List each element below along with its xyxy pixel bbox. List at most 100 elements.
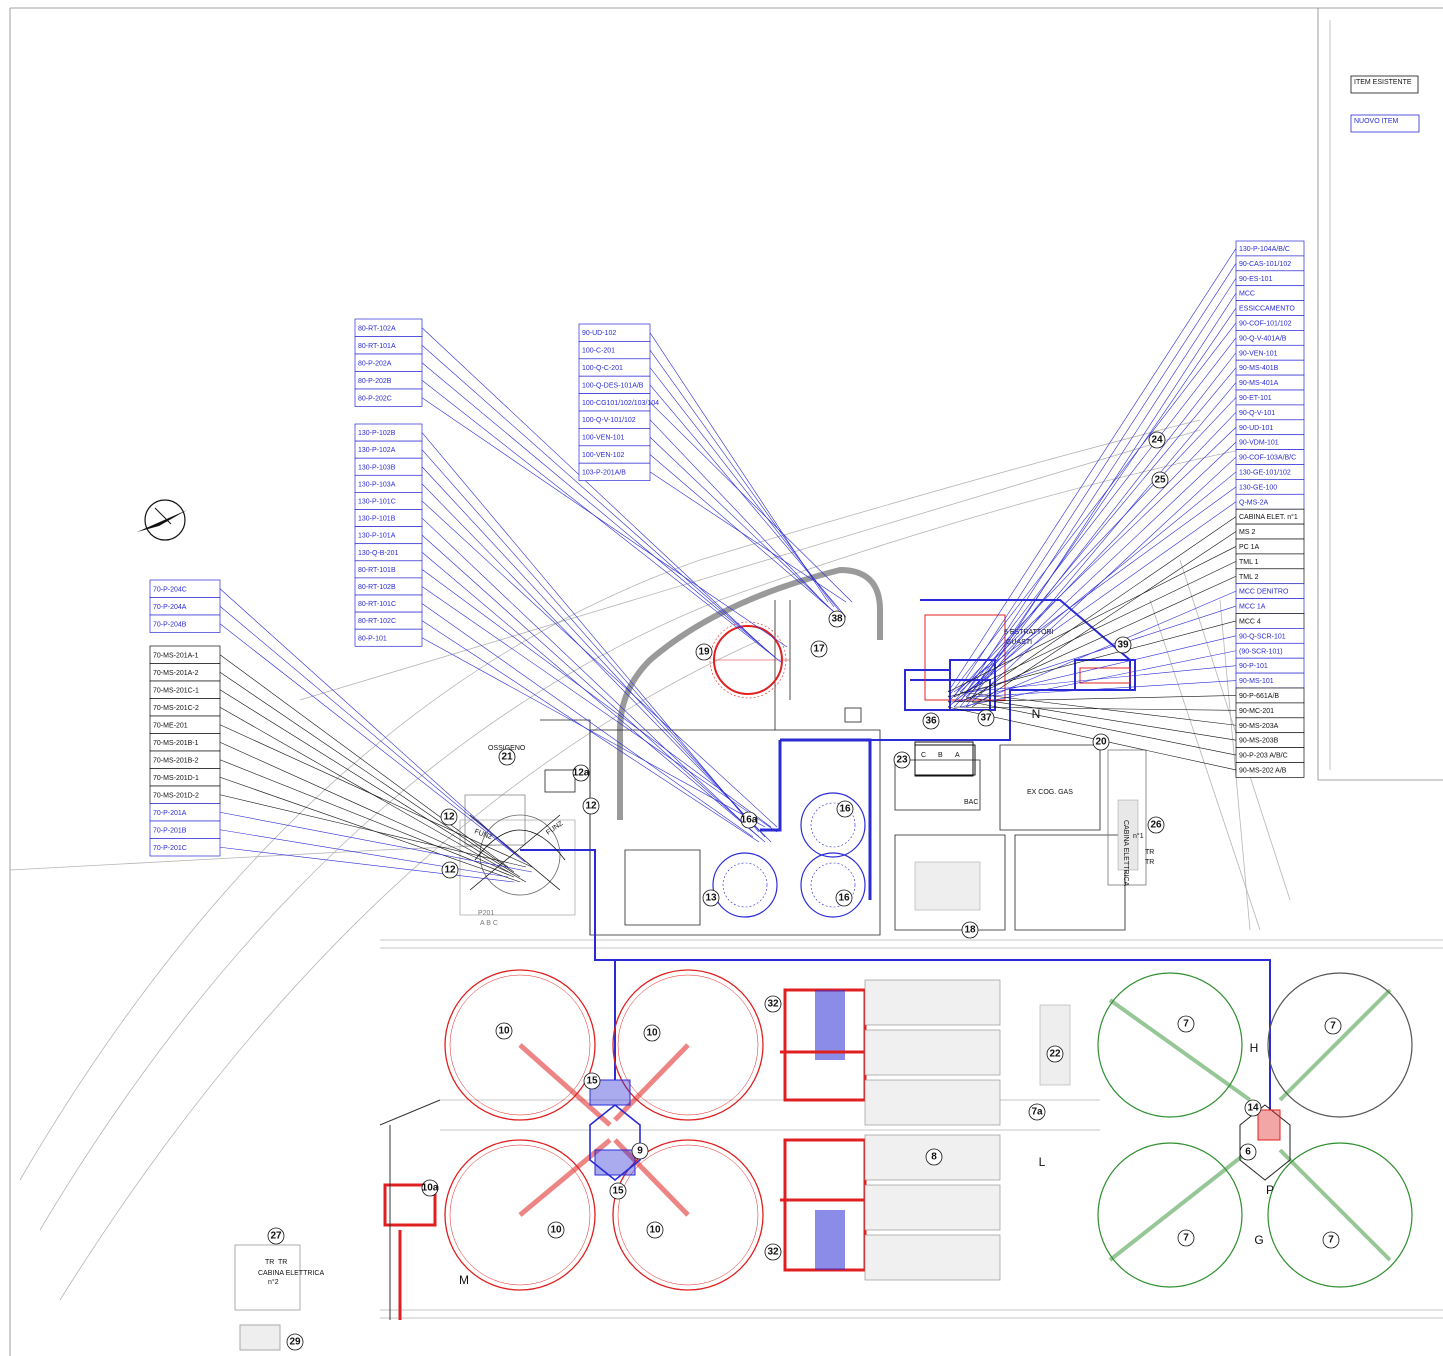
tag-label: 70-P-201C [153, 845, 187, 852]
unit-number: 13 [702, 889, 720, 907]
unit-number-label: 16 [838, 893, 850, 904]
unit-number: 17 [810, 640, 828, 658]
unit-number-label: 7 [1183, 1233, 1189, 1244]
tag-label: 90-UD-101 [1239, 425, 1273, 432]
tag-label: 70-MS-201B-2 [153, 757, 199, 764]
leader-line [421, 569, 772, 828]
funz-label-1: FUNZ [473, 828, 494, 841]
leader-line [953, 337, 1237, 703]
tag-label: 90-ES-101 [1239, 276, 1273, 283]
letter-marker: G [1254, 1233, 1263, 1247]
leader-line [219, 759, 515, 878]
tag-label: MCC [1239, 291, 1255, 298]
unit-number-label: 39 [1117, 640, 1129, 651]
tag-label: MS 2 [1239, 529, 1255, 536]
cabina-elettrica-1: TR TR [1107, 749, 1154, 886]
leader-line [219, 672, 515, 873]
leader-line [947, 397, 1237, 703]
tag-label: 70-MS-201D-2 [153, 792, 199, 799]
tag-label: 130-GE-101/102 [1239, 469, 1291, 476]
leader-line [953, 263, 1237, 698]
funz-label-2: FUNZ [545, 820, 565, 837]
leader-line [971, 605, 1237, 693]
leader-line [959, 352, 1237, 708]
leader-line [219, 689, 521, 878]
leader-line [421, 327, 764, 648]
tag-label: 70-MS-201A-1 [153, 652, 199, 659]
leader-line [965, 441, 1237, 698]
leader-line [649, 367, 841, 613]
tag-label: 90-ET-101 [1239, 395, 1272, 402]
unit-number-label: 22 [1049, 1049, 1061, 1060]
leader-line [421, 637, 766, 828]
unit-number-label: 29 [289, 1337, 301, 1348]
unit-number: 10 [646, 1221, 664, 1239]
tr-label-1: TR [1145, 849, 1154, 856]
tag-label: 80-RT-102A [358, 325, 396, 332]
unit-number-label: 8 [931, 1152, 937, 1163]
letter-marker: M [459, 1273, 469, 1287]
unit-number-label: 17 [813, 644, 825, 655]
tag-label: CABINA ELET. n°1 [1239, 513, 1298, 521]
unit-number: 12 [441, 861, 459, 879]
leader-line [219, 776, 521, 883]
tag-label: 130-P-103A [358, 481, 396, 488]
letter-marker: L [1039, 1155, 1046, 1169]
unit-number: 12 [582, 797, 600, 815]
unit-number: 12 [440, 808, 458, 826]
leader-line [959, 501, 1237, 698]
unit-number-label: 10 [646, 1028, 658, 1039]
unit-number-label: 12 [585, 801, 597, 812]
leader-line [971, 531, 1237, 708]
unit-number-label: 20 [1095, 737, 1107, 748]
tag-label: 70-MS-201D-1 [153, 775, 199, 782]
tag-box [354, 628, 423, 647]
leader-line [971, 680, 1237, 698]
leader-line [965, 665, 1237, 693]
unit-number: 20 [1092, 733, 1110, 751]
unit-number: 24 [1148, 431, 1166, 449]
unit-number-label: 27 [270, 1231, 282, 1242]
unit-number-label: 18 [964, 925, 976, 936]
filter-bank-8 [864, 979, 1001, 1281]
leader-line [965, 696, 1237, 741]
drawing-frame [9, 7, 1443, 1356]
tag-label: 80-P-101 [358, 635, 387, 642]
unit-number: 39 [1114, 636, 1132, 654]
unit-number: 16a [740, 811, 758, 829]
leader-line [953, 635, 1237, 703]
cabina-2-tr-label-b: TR [278, 1259, 287, 1266]
leader-line [219, 811, 533, 873]
unit-number-label: 37 [980, 713, 992, 724]
tag-label: 90-P-203 A/B/C [1239, 753, 1288, 760]
cabina-2-number: n°2 [268, 1278, 279, 1286]
leader-line [947, 620, 1237, 698]
unit-number-label: 32 [767, 1247, 779, 1258]
tag-label: 90-MS-203B [1239, 738, 1279, 745]
unit-number: 32 [764, 1243, 782, 1261]
unit-number: 10 [495, 1022, 513, 1040]
unit-number-label: 10 [550, 1225, 562, 1236]
tag-label: 90-CAS-101/102 [1239, 261, 1291, 268]
tag-label: 90-P-661A/B [1239, 693, 1279, 700]
tag-label: 80-RT-101B [358, 567, 396, 574]
tag-label: 80-P-202C [358, 395, 392, 402]
tag-label: ESSICCAMENTO [1239, 306, 1295, 313]
letter-marker: H [1250, 1041, 1259, 1055]
tag-label: 70-P-204C [153, 586, 187, 593]
tag-label: 130-P-103B [358, 464, 396, 471]
unit-number-label: 9 [637, 1146, 643, 1157]
unit-number-label: 7 [1183, 1019, 1189, 1030]
tag-label: 80-P-202A [358, 360, 392, 367]
unit-number: 14 [1244, 1099, 1262, 1117]
tag-box [1235, 762, 1305, 778]
tag-label: 90-P-101 [1239, 663, 1268, 670]
unit-number-label: 7 [1328, 1235, 1334, 1246]
unit-number: 16 [835, 889, 853, 907]
tag-label: 130-P-104A/B/C [1239, 246, 1290, 253]
unit-number: 12a [572, 764, 590, 782]
leader-line [649, 349, 835, 608]
leader-line [219, 588, 514, 853]
tag-label: MCC DENITRO [1239, 589, 1289, 596]
legend-new: NUOVO ITEM [1354, 118, 1399, 125]
